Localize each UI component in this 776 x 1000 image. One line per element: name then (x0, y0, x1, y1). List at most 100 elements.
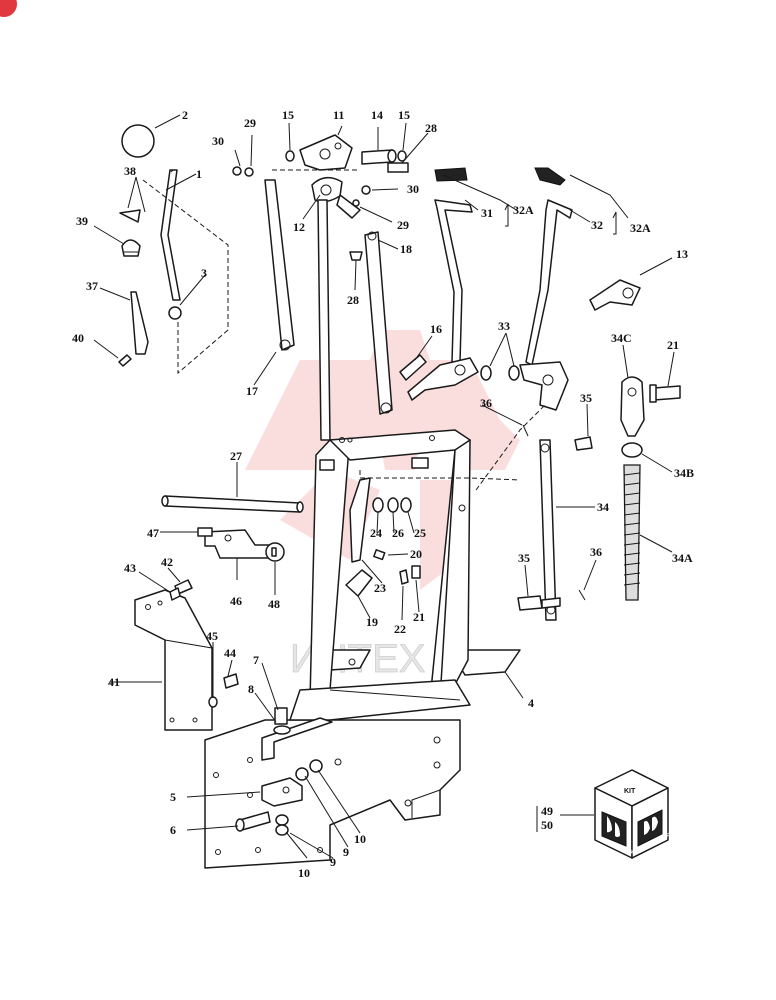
callout-31: 31 (481, 206, 493, 220)
callout-48: 48 (268, 597, 280, 611)
callout-36b: 36 (590, 545, 602, 559)
callout-22: 22 (394, 622, 406, 636)
callout-34A: 34A (672, 551, 693, 565)
callout-14: 14 (371, 108, 383, 122)
lever-32 (525, 199, 573, 366)
callout-4: 4 (528, 696, 534, 710)
spring-washer (119, 209, 141, 223)
nut-34B (621, 442, 643, 458)
right-parts (589, 279, 681, 601)
callout-39: 39 (76, 214, 88, 228)
leader-lines (93, 114, 675, 859)
control-levers (407, 167, 593, 621)
callout-35b: 35 (518, 551, 530, 565)
callout-28a: 28 (425, 121, 437, 135)
callout-1: 1 (196, 167, 202, 181)
callout-21a: 21 (667, 338, 679, 352)
callout-34B: 34B (674, 466, 694, 480)
callout-11: 11 (333, 108, 344, 122)
callout-21b: 21 (413, 610, 425, 624)
callout-13: 13 (676, 247, 688, 261)
callout-46: 46 (230, 594, 242, 608)
left-bracket-parts (134, 527, 285, 731)
gear-lever-assembly (118, 124, 229, 375)
callout-42: 42 (161, 555, 173, 569)
bolt-8 (274, 707, 288, 725)
callout-10a: 10 (298, 866, 310, 880)
grip-32 (534, 167, 566, 186)
callout-23: 23 (374, 581, 386, 595)
callout-30a: 30 (212, 134, 224, 148)
clevis-34C (620, 376, 645, 437)
callout-27: 27 (230, 449, 242, 463)
callout-40: 40 (72, 331, 84, 345)
callout-35a: 35 (580, 391, 592, 405)
callout-24: 24 (370, 526, 382, 540)
callout-33: 33 (498, 319, 510, 333)
pin-46 (204, 529, 271, 559)
callout-45: 45 (206, 629, 218, 643)
callout-32: 32 (591, 218, 603, 232)
bracket-32A-b (612, 211, 617, 235)
pin (118, 354, 132, 367)
callout-5: 5 (170, 790, 176, 804)
callout-41: 41 (108, 675, 120, 689)
link-18 (364, 231, 393, 415)
callout-28b: 28 (347, 293, 359, 307)
callout-15a: 15 (282, 108, 294, 122)
gear-lever (160, 169, 181, 301)
shaft-27 (164, 495, 301, 513)
callout-32Aa: 32A (513, 203, 534, 217)
callout-18: 18 (400, 242, 412, 256)
callout-20: 20 (410, 547, 422, 561)
callout-16: 16 (430, 322, 442, 336)
nh-logo-left (601, 811, 627, 847)
callout-9b: 9 (343, 845, 349, 859)
callout-10b: 10 (354, 832, 366, 846)
callout-37: 37 (86, 279, 98, 293)
callout-36a: 36 (480, 396, 492, 410)
callout-12: 12 (293, 220, 305, 234)
shaft-parts (161, 477, 421, 597)
bracket-32A-a (504, 203, 509, 227)
callout-labels: 1 2 3 4 5 6 7 8 9 9 10 10 11 12 13 14 15… (72, 108, 694, 880)
callout-49: 49 (541, 804, 553, 818)
callout-43: 43 (124, 561, 136, 575)
callout-8: 8 (248, 682, 254, 696)
bracket-41 (134, 589, 213, 731)
corner-badge (0, 0, 17, 17)
rod (130, 291, 149, 355)
callout-2: 2 (182, 108, 188, 122)
callout-38: 38 (124, 164, 136, 178)
threaded-rod-34A (623, 464, 641, 601)
callout-19: 19 (366, 615, 378, 629)
callout-15b: 15 (398, 108, 410, 122)
callout-26: 26 (392, 526, 404, 540)
link-17 (264, 179, 295, 351)
top-linkage (232, 134, 427, 441)
clevis-13 (589, 279, 641, 311)
callout-47: 47 (147, 526, 159, 540)
grip-31 (434, 167, 468, 182)
callout-30b: 30 (407, 182, 419, 196)
lever-31 (434, 199, 473, 363)
callout-29b: 29 (397, 218, 409, 232)
callout-25: 25 (414, 526, 426, 540)
callout-17: 17 (246, 384, 258, 398)
callout-6: 6 (170, 823, 176, 837)
boot (121, 239, 141, 257)
callout-7: 7 (253, 653, 259, 667)
knob (121, 124, 155, 158)
callout-32Ab: 32A (630, 221, 651, 235)
callout-44: 44 (224, 646, 236, 660)
link-34 (539, 439, 557, 621)
nh-logo-right (637, 809, 663, 847)
bottom-clamp (235, 707, 333, 836)
kit-box: KIT NEW HOLLAND NEW HOLLAND (594, 769, 671, 859)
callout-29a: 29 (244, 116, 256, 130)
main-frame (204, 429, 521, 869)
callout-34: 34 (597, 500, 609, 514)
kit-label: KIT (624, 788, 636, 795)
block-5 (261, 777, 303, 807)
